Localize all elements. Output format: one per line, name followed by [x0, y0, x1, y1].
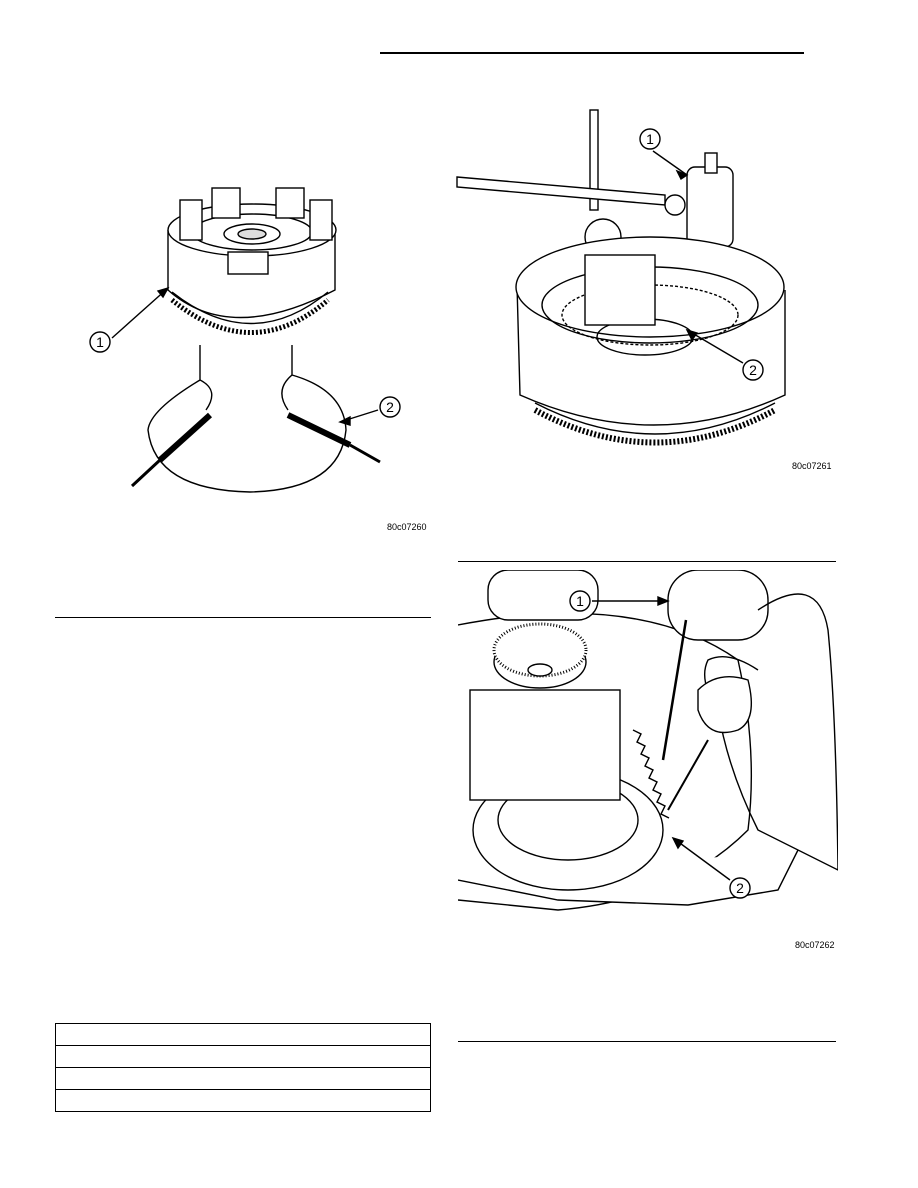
table-cell — [55, 1045, 431, 1068]
dial-indicator-tip-icon — [458, 570, 838, 911]
figure3-callout-1: 1 — [576, 593, 584, 609]
clutch-pack-icon: 1 2 — [639, 128, 764, 381]
table-cell — [55, 1089, 431, 1112]
figure-clutch-clearance-measure: 1 2 80c07262 — [458, 570, 838, 950]
section-rule — [458, 561, 836, 562]
figure3-callout-2: 2 — [736, 880, 744, 896]
table-row — [55, 1089, 431, 1112]
spec-table — [55, 1023, 431, 1112]
table-row — [55, 1067, 431, 1090]
figure-dial-indicator-setup: 1 2 80c07261 — [455, 105, 835, 475]
header-rule — [380, 52, 804, 54]
section-rule — [55, 617, 431, 618]
figure1-callout-1: 1 — [96, 334, 104, 350]
section-rule — [458, 1041, 836, 1042]
dial-indicator-icon — [456, 109, 786, 446]
table-cell — [55, 1023, 431, 1046]
clutch-retainer-icon — [130, 187, 381, 493]
table-row — [55, 1023, 431, 1046]
figure-code: 80c07262 — [795, 940, 835, 950]
figure-code: 80c07260 — [387, 522, 427, 532]
table-row — [55, 1045, 431, 1068]
figure1-callout-2: 2 — [386, 399, 394, 415]
table-cell — [55, 1067, 431, 1090]
figure2-callout-2: 2 — [749, 362, 757, 378]
feeler-tool-icon: 1 2 — [569, 590, 751, 899]
air-nozzle-icon: 1 2 — [89, 286, 401, 426]
figure-code: 80c07261 — [792, 461, 832, 471]
figure-air-pressure-test: 1 2 80c07260 — [60, 170, 430, 532]
figure2-callout-1: 1 — [646, 131, 654, 147]
